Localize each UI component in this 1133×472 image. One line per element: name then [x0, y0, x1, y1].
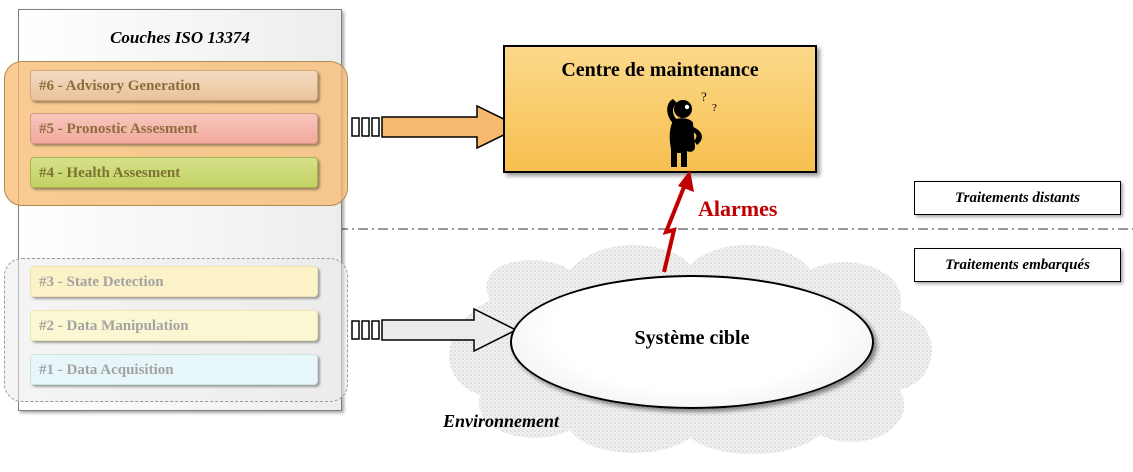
target-system-label: Système cible [634, 327, 750, 349]
maintenance-center-box: Centre de maintenance ? ? [503, 45, 817, 173]
environment-label: Environnement [443, 411, 560, 431]
alarm-lightning-arrow [662, 170, 694, 273]
layer-health-assesment: #4 - Health Assesment [30, 157, 318, 188]
iso-panel-title: Couches ISO 13374 [110, 28, 250, 47]
target-system-ellipse: Système cible [510, 275, 874, 409]
layer-state-detection: #3 - State Detection [30, 266, 318, 297]
alarm-label: Alarmes [698, 196, 778, 221]
zone-tag-embedded: Traitements embarqués [914, 248, 1121, 282]
layer-advisory-generation: #6 - Advisory Generation [30, 70, 318, 101]
upper-block-arrow [351, 104, 522, 150]
layer-pronostic-assesment: #5 - Pronostic Assesment [30, 113, 318, 144]
lower-block-arrow [351, 307, 518, 353]
layer-data-acquisition: #1 - Data Acquisition [30, 354, 318, 385]
thinking-person-icon: ? ? [667, 89, 717, 167]
maintenance-center-title: Centre de maintenance [561, 59, 759, 81]
svg-text:?: ? [701, 89, 707, 104]
svg-text:?: ? [712, 102, 717, 114]
zone-tag-distant: Traitements distants [914, 181, 1121, 215]
layer-data-manipulation: #2 - Data Manipulation [30, 310, 318, 341]
